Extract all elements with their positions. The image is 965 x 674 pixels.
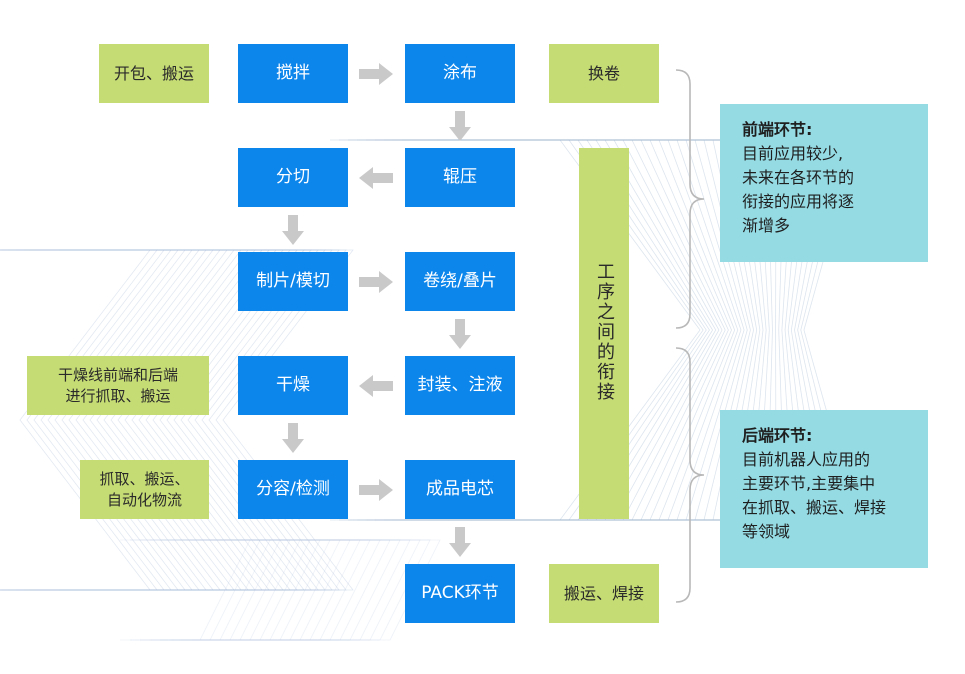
process-mixing: 搅拌: [238, 44, 348, 103]
task-drying-line: 干燥线前端和后端 进行抓取、搬运: [27, 356, 209, 415]
arrow-down-icon: [282, 423, 304, 453]
arrow-down-icon: [449, 319, 471, 349]
arrow-down-icon: [449, 527, 471, 557]
arrow-right-icon: [359, 479, 393, 501]
arrow-down-icon: [282, 215, 304, 245]
process-finished-cell: 成品电芯: [405, 460, 515, 519]
front-end-brace-icon: [675, 69, 705, 329]
inter-process-label: 工序之间的衔接: [594, 261, 615, 402]
process-packaging: 封装、注液: [405, 356, 515, 415]
process-drying: 干燥: [238, 356, 348, 415]
arrow-down-icon: [449, 111, 471, 141]
process-rolling: 辊压: [405, 148, 515, 207]
front-end-info: 前端环节: 目前应用较少, 未来在各环节的 衔接的应用将逐 渐增多: [720, 104, 928, 262]
process-formation: 分容/检测: [238, 460, 348, 519]
process-die-cutting: 制片/模切: [238, 252, 348, 311]
task-roll-change: 换卷: [549, 44, 659, 103]
process-winding: 卷绕/叠片: [405, 252, 515, 311]
back-end-info: 后端环节: 目前机器人应用的 主要环节,主要集中 在抓取、搬运、焊接 等领域: [720, 410, 928, 568]
front-end-title: 前端环节:: [742, 120, 813, 139]
front-end-text: 目前应用较少, 未来在各环节的 衔接的应用将逐 渐增多: [742, 144, 855, 235]
back-end-title: 后端环节:: [742, 426, 813, 445]
back-end-text: 目前机器人应用的 主要环节,主要集中 在抓取、搬运、焊接 等领域: [742, 450, 887, 541]
task-unpack: 开包、搬运: [99, 44, 209, 103]
arrow-left-icon: [359, 375, 393, 397]
back-end-brace-icon: [675, 347, 705, 603]
process-pack: PACK环节: [405, 564, 515, 623]
inter-process-bar: 工序之间的衔接: [579, 148, 629, 519]
arrow-left-icon: [359, 167, 393, 189]
task-weld: 搬运、焊接: [549, 564, 659, 623]
arrow-right-icon: [359, 271, 393, 293]
process-slitting: 分切: [238, 148, 348, 207]
task-grab-auto: 抓取、搬运、 自动化物流: [80, 460, 209, 519]
process-coating: 涂布: [405, 44, 515, 103]
arrow-right-icon: [359, 63, 393, 85]
